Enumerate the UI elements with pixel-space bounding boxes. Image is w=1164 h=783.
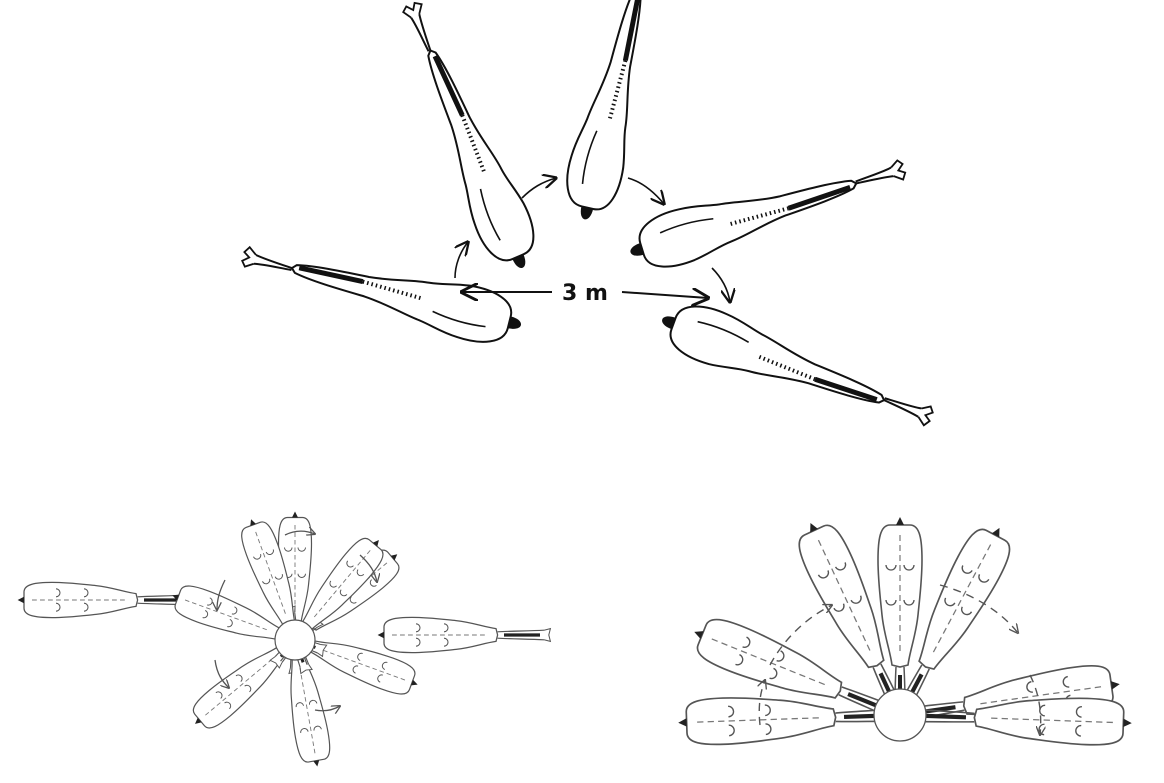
rotation-arrow-4 <box>712 268 730 302</box>
rotation-arrow-3 <box>628 178 664 204</box>
ring-center <box>275 620 315 660</box>
star-center <box>874 689 926 741</box>
top-figure: 3 m <box>237 0 941 442</box>
animal-2 <box>386 0 547 278</box>
distance-label: 3 m <box>562 281 608 306</box>
bottom-left-figure <box>18 512 551 770</box>
rotation-arrow-1 <box>455 242 468 278</box>
animal-3 <box>558 0 675 225</box>
animal-left-outer <box>18 582 191 617</box>
bottom-right-figure <box>677 513 1132 746</box>
distance-arrow-right <box>622 292 708 298</box>
animal-right-outer <box>378 617 551 652</box>
star-animal-5 <box>677 692 905 746</box>
animal-5 <box>653 294 940 442</box>
animal-4 <box>623 143 912 278</box>
rotation-arrow-2 <box>522 178 556 198</box>
